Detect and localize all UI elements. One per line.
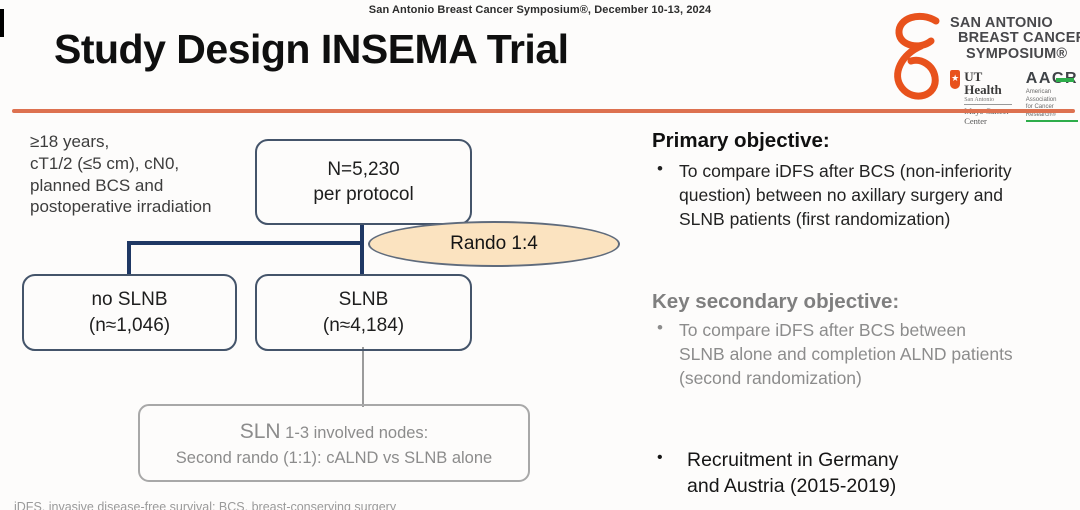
abbreviations-footnote: iDFS, invasive disease-free survival; BC… (14, 500, 397, 510)
ut-shield-icon: ★ (950, 70, 961, 89)
sabcs-ribbon-icon (894, 12, 940, 100)
involved-nodes-label: 1-3 involved nodes: (280, 424, 429, 443)
connector-horizontal (127, 241, 364, 245)
aacr-logo: AACR American Association for Cancer Res… (1025, 70, 1078, 122)
bullet-icon: • (657, 159, 663, 178)
box-second-randomization: SLN 1-3 involved nodes: Second rando (1:… (138, 404, 530, 482)
ut-health-city: San Antonio (964, 97, 1012, 105)
rando-ellipse: Rando 1:4 (368, 221, 620, 267)
eligibility-criteria: ≥18 years, cT1/2 (≤5 cm), cN0, planned B… (30, 132, 212, 217)
bullet-icon: • (657, 449, 663, 466)
box-n-per-protocol: N=5,230 per protocol (255, 139, 472, 225)
box-slnb: SLNB (n≈4,184) (255, 274, 472, 351)
sln-label: SLN (239, 420, 281, 444)
ut-health-logo: ★ UT Health San Antonio Mays Cancer Cent… (950, 70, 1012, 126)
connector-vertical-left (127, 241, 131, 276)
page-title: Study Design INSEMA Trial (54, 26, 569, 72)
secondary-objective-heading: Key secondary objective: (652, 290, 900, 313)
logo-line-1: SAN ANTONIO (950, 15, 1053, 31)
aacr-subtitle: American Association for Cancer Research… (1025, 89, 1078, 122)
recruitment-bullet: • Recruitment in Germany and Austria (20… (657, 447, 898, 500)
partner-logos: ★ UT Health San Antonio Mays Cancer Cent… (950, 70, 1078, 126)
sabcs-logo-name: SAN ANTONIO BREAST CANCER SYMPOSIUM® (950, 15, 1080, 62)
aacr-green-bar (1055, 78, 1074, 82)
sabcs-logo: SAN ANTONIO BREAST CANCER SYMPOSIUM® ★ U… (888, 8, 1080, 126)
primary-objective-text: To compare iDFS after BCS (non-inferiori… (679, 161, 1012, 230)
primary-objective-heading: Primary objective: (652, 129, 830, 152)
screen-edge-artifact (0, 9, 4, 37)
conference-header: San Antonio Breast Cancer Symposium®, De… (368, 4, 712, 16)
second-rando-line2: Second rando (1:1): cALND vs SLNB alone (175, 448, 493, 467)
ut-health-name: UT Health (964, 69, 1002, 97)
connector-vertical-main (360, 223, 364, 276)
second-rando-line1: SLN 1-3 involved nodes: (240, 417, 429, 447)
connector-vertical-gray (362, 347, 364, 407)
aacr-acronym: AACR (1025, 70, 1078, 87)
bullet-icon: • (657, 318, 663, 337)
primary-objective-bullet: • To compare iDFS after BCS (non-inferio… (657, 159, 1039, 231)
box-no-slnb: no SLNB (n≈1,046) (22, 274, 237, 351)
secondary-objective-text: To compare iDFS after BCS between SLNB a… (679, 320, 1013, 389)
secondary-objective-bullet: • To compare iDFS after BCS between SLNB… (657, 318, 1039, 390)
recruitment-text: Recruitment in Germany and Austria (2015… (687, 449, 899, 498)
logo-line-3: SYMPOSIUM® (966, 45, 1068, 62)
logo-line-2: BREAST CANCER (958, 30, 1080, 47)
divider-rule (12, 109, 1075, 113)
